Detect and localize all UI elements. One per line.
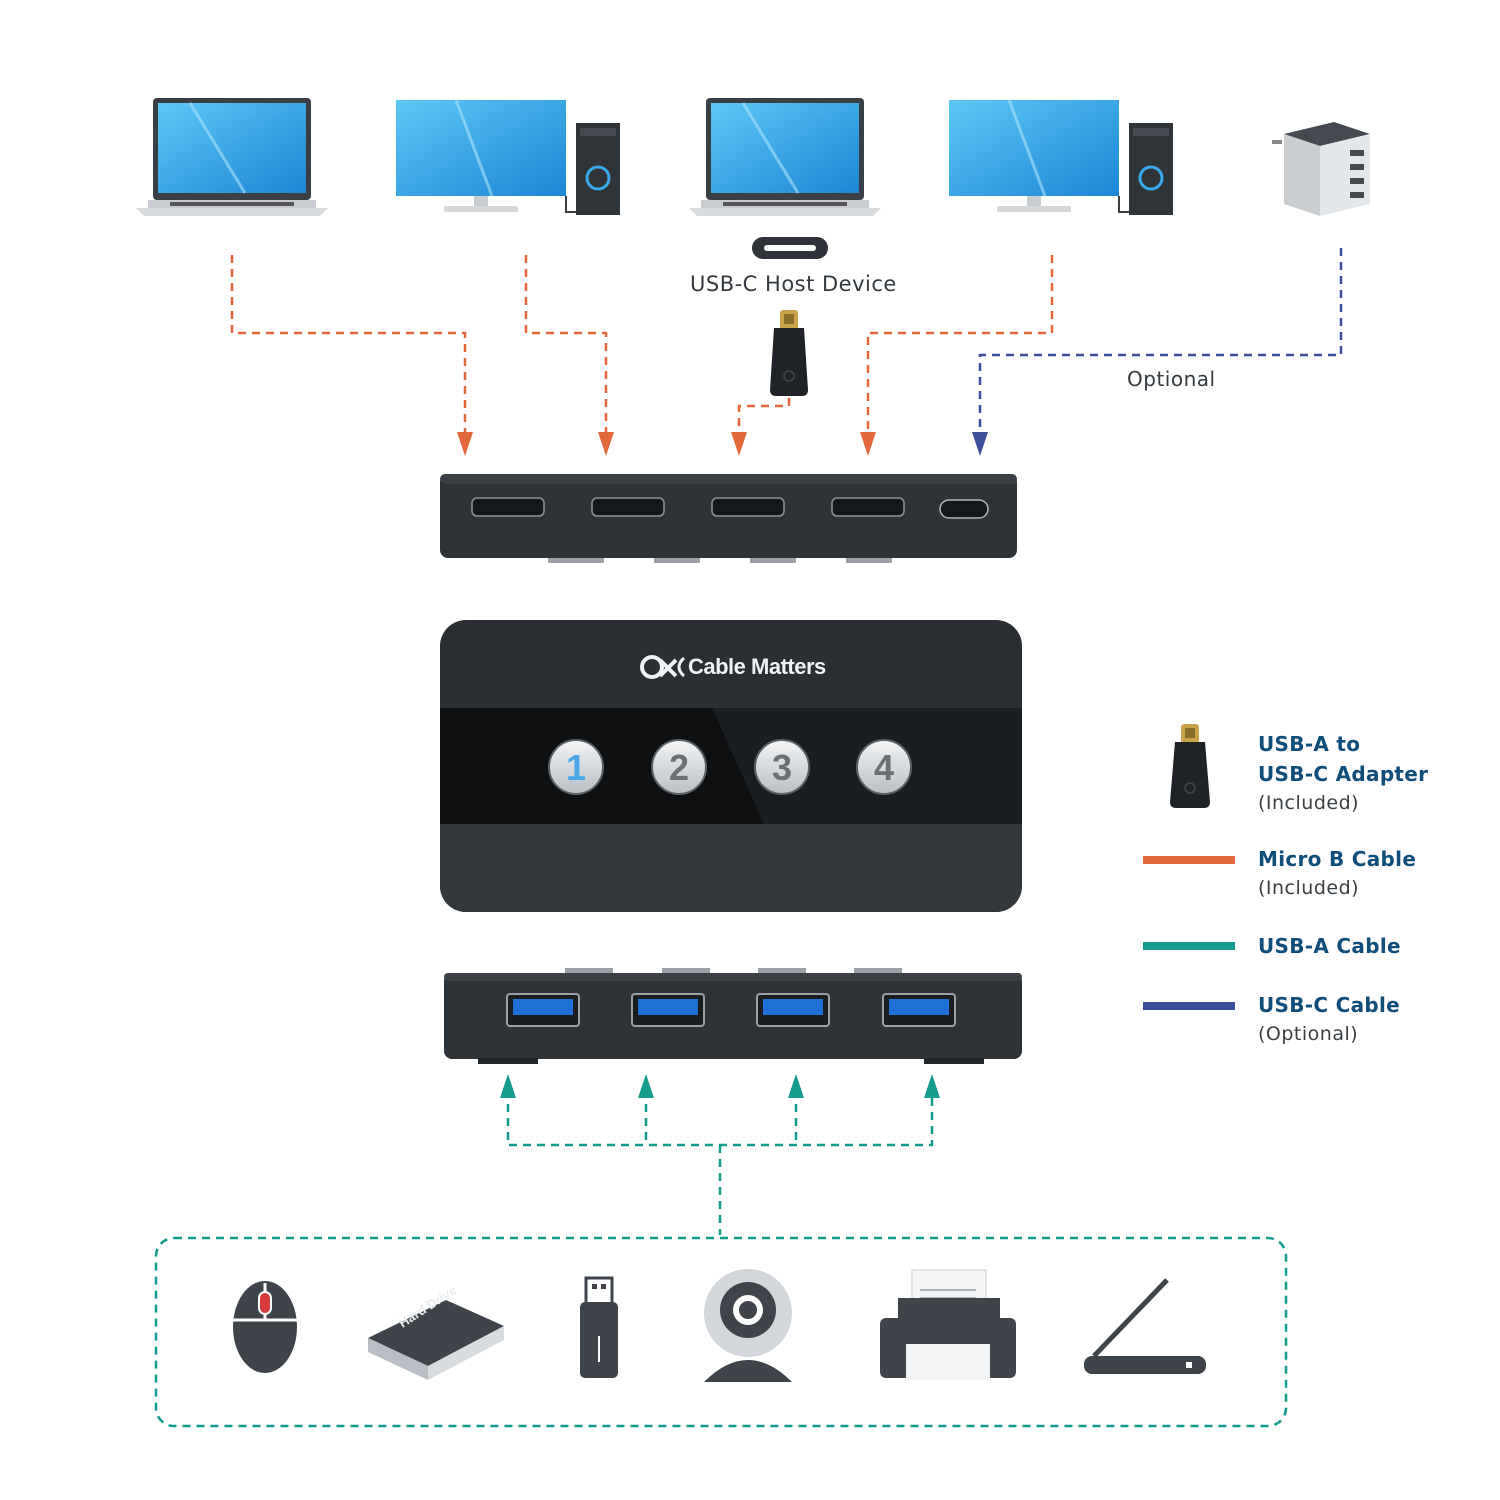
micro-b-swatch (1143, 856, 1235, 864)
usb-a-port (631, 993, 705, 1027)
legend-item-micro-b: Micro B Cable (Included) (1258, 844, 1416, 902)
legend-title: USB-A to (1258, 732, 1361, 756)
legend-item-usb-a: USB-A Cable (1258, 931, 1401, 961)
usb-flash-drive-icon (580, 1276, 618, 1378)
button-3-label: 3 (772, 747, 792, 788)
switch-button-3[interactable] (754, 739, 810, 795)
legend-subtitle: (Included) (1258, 877, 1360, 899)
adapter-icon (770, 310, 808, 396)
usb-c-cable-line (978, 248, 1343, 440)
usb-a-port (882, 993, 956, 1027)
brand-name: Cable Matters (688, 654, 826, 679)
usb-a-cable-lines (154, 1090, 1288, 1428)
desktop-icon (396, 99, 620, 215)
usb-a-port (756, 993, 830, 1027)
micro-b-cable-lines (230, 255, 1054, 440)
host-device-label: USB-C Host Device (690, 272, 897, 296)
usb-c-swatch (1143, 1002, 1235, 1010)
legend-title: Micro B Cable (1258, 847, 1417, 871)
legend-subtitle: (Optional) (1258, 1023, 1359, 1045)
usb-a-port (506, 993, 580, 1027)
switch-top-body (440, 620, 1022, 912)
cable-matters-logo (640, 655, 686, 679)
button-2-label: 2 (669, 747, 689, 788)
switch-button-4[interactable] (856, 739, 912, 795)
switch-button-2[interactable] (651, 739, 707, 795)
power-adapter-icon (1272, 122, 1370, 216)
legend-title: USB-C Adapter (1258, 762, 1429, 786)
switch-button-1[interactable] (548, 739, 604, 795)
printer-icon (880, 1269, 1016, 1380)
legend-subtitle: (Included) (1258, 792, 1360, 814)
laptop-icon (689, 98, 881, 216)
optional-label: Optional (1127, 367, 1216, 391)
micro-b-arrowheads (457, 432, 876, 456)
scanner-icon (1084, 1278, 1206, 1374)
button-1-label: 1 (566, 747, 586, 788)
usb-a-arrowheads (500, 1074, 940, 1098)
adapter-icon (1170, 724, 1210, 808)
laptop-icon (136, 98, 328, 216)
switch-front-panel (444, 968, 1022, 1064)
switch-back-panel (440, 474, 1017, 563)
legend-title: USB-C Cable (1258, 993, 1401, 1017)
hard-drive-icon (368, 1300, 504, 1380)
mouse-icon (233, 1281, 297, 1373)
webcam-icon (704, 1269, 792, 1382)
usb-a-swatch (1143, 942, 1235, 950)
usb-c-arrowhead (972, 432, 988, 456)
legend-item-usb-c: USB-C Cable (Optional) (1258, 990, 1400, 1048)
legend-title: USB-A Cable (1258, 934, 1401, 958)
legend-item-adapter: USB-A to USB-C Adapter (Included) (1258, 729, 1428, 817)
button-4-label: 4 (874, 747, 894, 788)
desktop-icon (949, 99, 1173, 215)
